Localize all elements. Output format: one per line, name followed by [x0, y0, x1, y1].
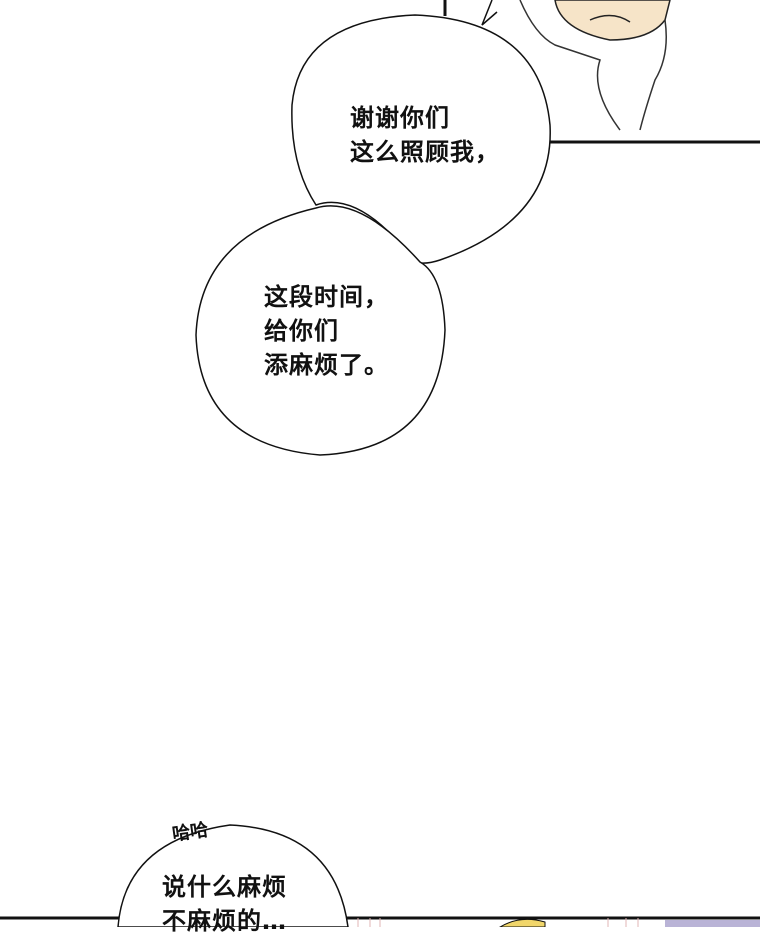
speech-bubble-3 [117, 824, 349, 927]
laugh-sfx: 哈哈 [170, 819, 210, 846]
character-mouth [589, 14, 631, 23]
bubble-1-line-2: 这么照顾我， [350, 138, 500, 166]
bubble-3-line-1: 说什么麻烦 [162, 873, 287, 901]
bottom-panel [0, 916, 760, 927]
character-face [554, 0, 671, 41]
character-hair [499, 918, 546, 927]
bubble-3-line-2: 不麻烦的… [162, 907, 287, 935]
character-clothes [519, 0, 667, 131]
bubble-1-line-1: 谢谢你们 [350, 104, 450, 132]
speech-bubble-2 [195, 205, 446, 456]
bubble-2-line-1: 这段时间， [264, 283, 389, 311]
lavender-background [665, 920, 760, 927]
character-hair-strand [481, 0, 498, 26]
top-panel [443, 0, 760, 144]
bubble-2-line-2: 给你们 [264, 317, 339, 345]
bubble-2-line-3: 添麻烦了。 [264, 351, 389, 379]
